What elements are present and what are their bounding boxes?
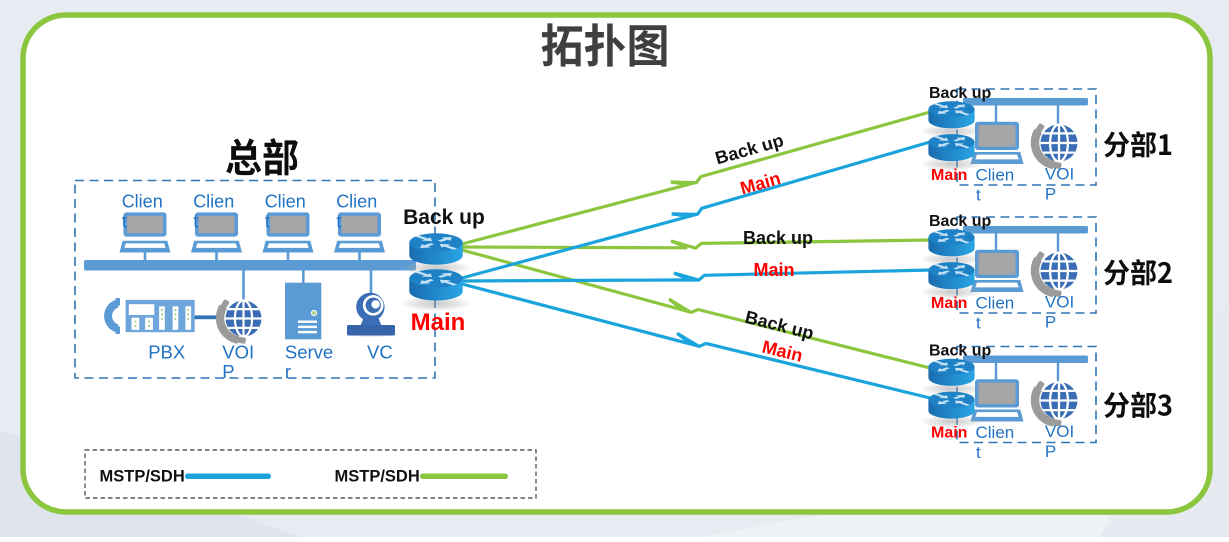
svg-text:Back up: Back up	[929, 213, 991, 230]
svg-text:P: P	[1045, 185, 1056, 204]
svg-text:t: t	[976, 443, 981, 462]
svg-text:VOI: VOI	[1045, 165, 1074, 184]
svg-text:t: t	[336, 212, 341, 232]
svg-text:PBX: PBX	[148, 342, 185, 363]
svg-text:P: P	[1045, 313, 1056, 332]
svg-text:MSTP/SDH: MSTP/SDH	[100, 468, 185, 486]
svg-text:Back up: Back up	[929, 85, 991, 102]
svg-text:MSTP/SDH: MSTP/SDH	[335, 468, 420, 486]
svg-text:Clien: Clien	[336, 192, 377, 212]
svg-text:Clien: Clien	[193, 192, 234, 212]
svg-text:t: t	[976, 186, 981, 205]
svg-text:P: P	[222, 361, 234, 382]
svg-text:Clien: Clien	[976, 423, 1015, 442]
svg-text:r: r	[285, 361, 291, 382]
svg-text:Main: Main	[931, 295, 967, 312]
svg-text:Main: Main	[753, 260, 794, 280]
svg-text:Clien: Clien	[976, 294, 1015, 313]
svg-text:Back up: Back up	[929, 343, 991, 360]
svg-text:t: t	[122, 212, 127, 232]
svg-text:Main: Main	[931, 167, 967, 184]
svg-text:Clien: Clien	[976, 166, 1015, 185]
svg-text:Clien: Clien	[122, 192, 163, 212]
svg-text:Main: Main	[931, 425, 967, 442]
svg-text:Back up: Back up	[743, 228, 813, 248]
svg-text:VOI: VOI	[1045, 293, 1074, 312]
svg-text:VOI: VOI	[222, 342, 254, 363]
svg-text:Clien: Clien	[265, 192, 306, 212]
svg-text:t: t	[193, 212, 198, 232]
svg-text:Back up: Back up	[403, 206, 485, 229]
svg-text:VC: VC	[367, 342, 393, 363]
svg-text:Serve: Serve	[285, 342, 333, 363]
svg-text:t: t	[976, 314, 981, 333]
svg-text:P: P	[1045, 442, 1056, 461]
svg-text:Main: Main	[411, 309, 466, 336]
svg-text:VOI: VOI	[1045, 422, 1074, 441]
svg-text:t: t	[265, 212, 270, 232]
